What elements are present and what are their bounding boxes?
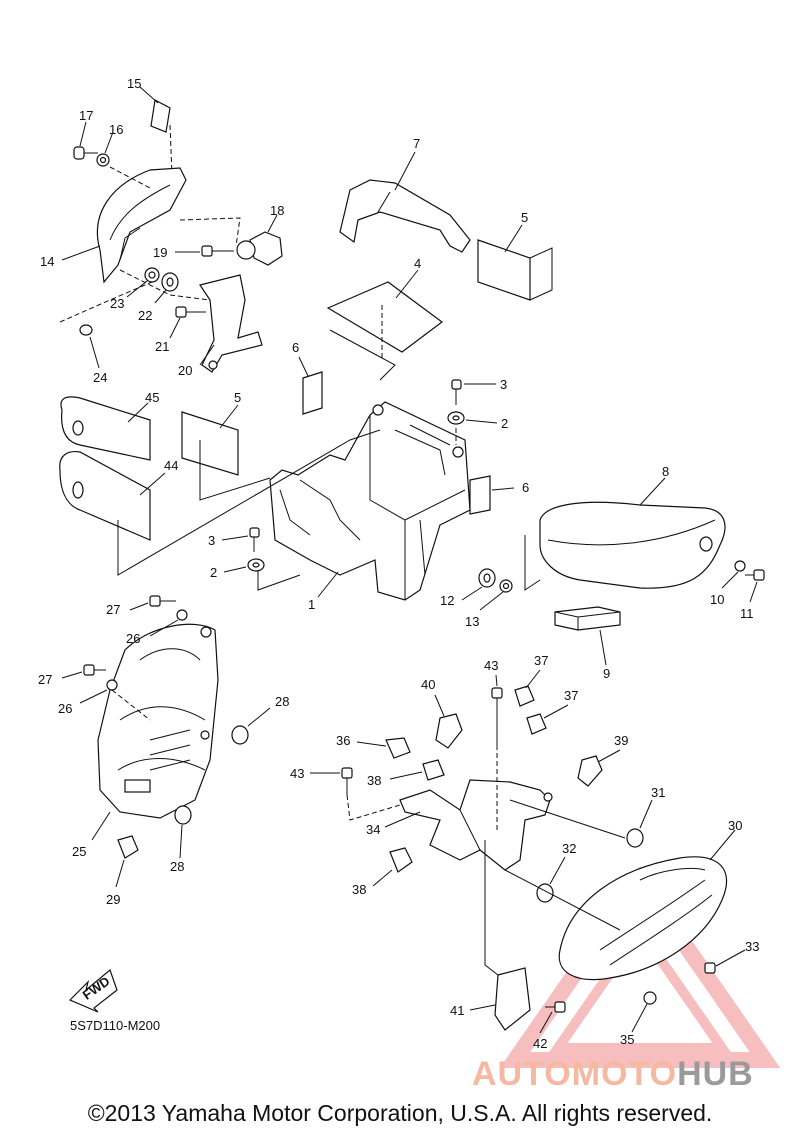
callout-40: 40 bbox=[421, 677, 435, 692]
callout-16: 16 bbox=[109, 122, 123, 137]
battery-box-group bbox=[221, 356, 515, 611]
callout-11: 11 bbox=[740, 606, 754, 621]
left-pads-group bbox=[59, 396, 381, 576]
callout-43: 43 bbox=[484, 658, 498, 673]
callout-33: 33 bbox=[745, 939, 759, 954]
callout-38: 38 bbox=[352, 882, 366, 897]
meter-bracket-group bbox=[59, 86, 283, 373]
callout-29: 29 bbox=[106, 892, 120, 907]
callout-3: 3 bbox=[500, 377, 507, 392]
callout-21: 21 bbox=[155, 339, 169, 354]
callout-39: 39 bbox=[614, 733, 628, 748]
callout-17: 17 bbox=[79, 108, 93, 123]
callout-25: 25 bbox=[72, 844, 86, 859]
callout-37: 37 bbox=[564, 688, 578, 703]
callout-labels: 15 17 16 7 18 5 14 19 4 23 22 21 20 24 6… bbox=[38, 76, 759, 1051]
callout-15: 15 bbox=[127, 76, 141, 91]
callout-14: 14 bbox=[40, 254, 54, 269]
callout-31: 31 bbox=[651, 785, 665, 800]
callout-35: 35 bbox=[620, 1032, 634, 1047]
fwd-arrow-icon: FWD bbox=[68, 968, 118, 1013]
callout-10: 10 bbox=[710, 592, 724, 607]
callout-42: 42 bbox=[533, 1036, 547, 1051]
callout-12: 12 bbox=[440, 593, 454, 608]
taillight-group bbox=[310, 669, 746, 1034]
side-cover-group bbox=[524, 477, 765, 666]
callout-43: 43 bbox=[290, 766, 304, 781]
callout-34: 34 bbox=[366, 822, 380, 837]
callout-22: 22 bbox=[138, 308, 152, 323]
callout-18: 18 bbox=[270, 203, 284, 218]
callout-19: 19 bbox=[153, 245, 167, 260]
callout-26: 26 bbox=[58, 701, 72, 716]
callout-7: 7 bbox=[413, 136, 420, 151]
callout-24: 24 bbox=[93, 370, 107, 385]
watermark-text: AUTOMOTOHUB bbox=[472, 1055, 754, 1094]
callout-3: 3 bbox=[208, 533, 215, 548]
callout-20: 20 bbox=[178, 363, 192, 378]
callout-5: 5 bbox=[521, 210, 528, 225]
callout-8: 8 bbox=[662, 464, 669, 479]
callout-2: 2 bbox=[210, 565, 217, 580]
callout-6: 6 bbox=[292, 340, 299, 355]
callout-30: 30 bbox=[728, 818, 742, 833]
callout-36: 36 bbox=[336, 733, 350, 748]
callout-27: 27 bbox=[38, 672, 52, 687]
callout-44: 44 bbox=[164, 458, 178, 473]
callout-28: 28 bbox=[170, 859, 184, 874]
callout-26: 26 bbox=[126, 631, 140, 646]
callout-5: 5 bbox=[234, 390, 241, 405]
callout-1: 1 bbox=[308, 597, 315, 612]
watermark-text-part1: AUTOMOTO bbox=[472, 1055, 678, 1093]
lower-cover-group bbox=[61, 595, 271, 888]
callout-4: 4 bbox=[414, 256, 421, 271]
callout-32: 32 bbox=[562, 841, 576, 856]
battery-cover-group bbox=[326, 151, 553, 381]
callout-28: 28 bbox=[275, 694, 289, 709]
copyright-notice: ©2013 Yamaha Motor Corporation, U.S.A. A… bbox=[87, 1100, 713, 1126]
callout-13: 13 bbox=[465, 614, 479, 629]
callout-45: 45 bbox=[145, 390, 159, 405]
callout-2: 2 bbox=[501, 416, 508, 431]
callout-38: 38 bbox=[367, 773, 381, 788]
callout-27: 27 bbox=[106, 602, 120, 617]
callout-9: 9 bbox=[603, 666, 610, 681]
diagram-code: 5S7D110-M200 bbox=[70, 1018, 160, 1033]
watermark-text-part2: HUB bbox=[677, 1055, 754, 1093]
callout-41: 41 bbox=[450, 1003, 464, 1018]
callout-6: 6 bbox=[522, 480, 529, 495]
callout-37: 37 bbox=[534, 653, 548, 668]
callout-23: 23 bbox=[110, 296, 124, 311]
